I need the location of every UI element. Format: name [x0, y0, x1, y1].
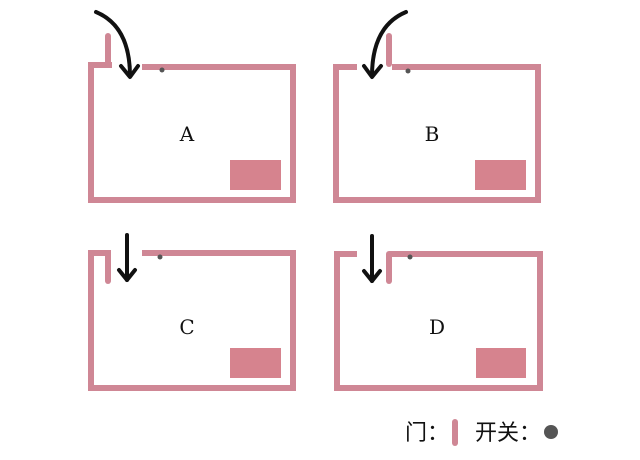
- room-d-walls: [334, 251, 543, 391]
- room-a-furniture: [230, 160, 281, 190]
- room-b-switch: [405, 68, 411, 74]
- room-a-switch: [159, 67, 165, 73]
- room-d-label: D: [429, 315, 445, 339]
- room-d-switch: [407, 254, 413, 260]
- room-a-arrowhead-icon: [119, 64, 140, 79]
- room-c: C: [88, 233, 296, 391]
- room-c-label: C: [179, 315, 194, 339]
- legend: 门： 开关：: [405, 419, 558, 446]
- room-b-arrow-icon: [370, 10, 408, 78]
- legend-switch-symbol: [544, 425, 558, 439]
- room-d-furniture: [476, 348, 526, 378]
- room-b-walls: [333, 64, 541, 203]
- room-b-label: B: [425, 122, 440, 146]
- room-c-switch: [157, 254, 163, 260]
- room-c-furniture: [230, 348, 281, 378]
- room-a-label: A: [179, 122, 195, 146]
- room-c-walls: [88, 250, 296, 391]
- room-d: D: [334, 234, 543, 391]
- room-d-arrowhead-icon: [362, 269, 382, 283]
- room-a-arrow-icon: [94, 10, 132, 78]
- room-b-furniture: [475, 160, 526, 190]
- room-b: B: [333, 10, 541, 203]
- legend-switch-label: 开关：: [475, 421, 541, 446]
- legend-door-label: 门：: [405, 421, 449, 446]
- room-b-arrowhead-icon: [362, 64, 383, 79]
- room-c-arrowhead-icon: [117, 268, 137, 282]
- room-a-walls: [88, 62, 296, 203]
- room-a: A: [88, 10, 296, 203]
